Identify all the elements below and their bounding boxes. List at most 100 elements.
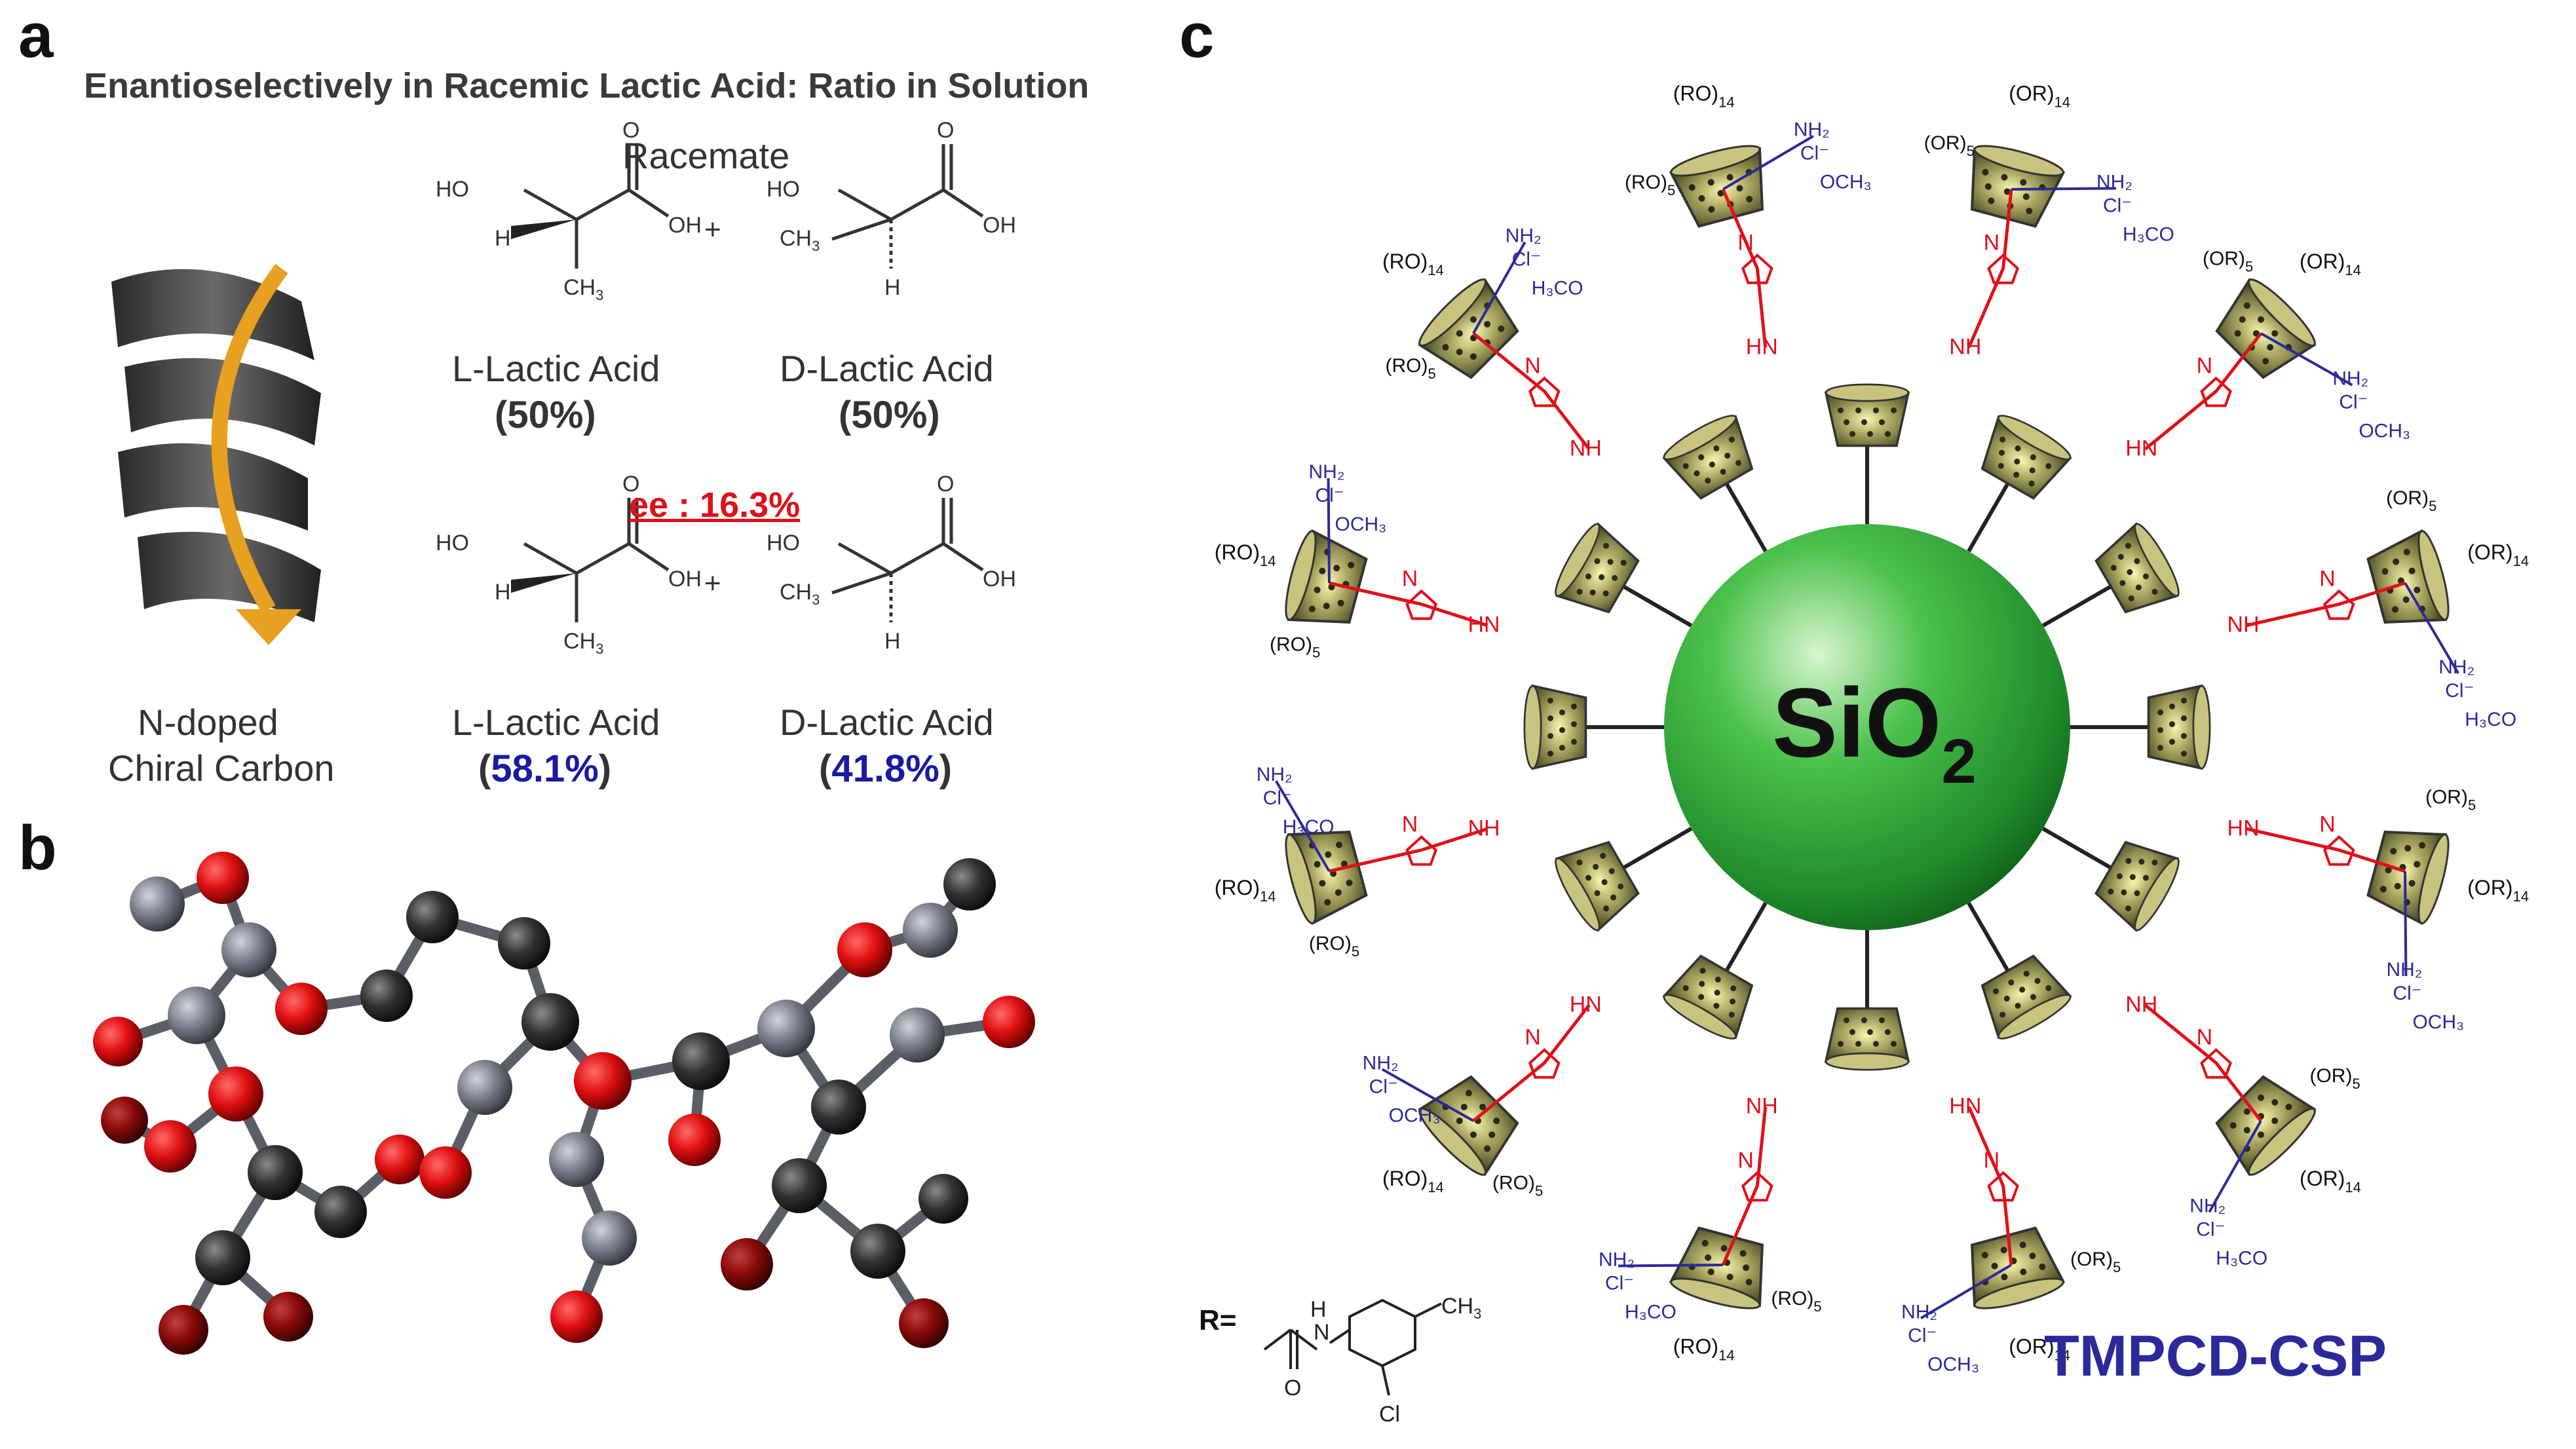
atom [672,1032,730,1090]
amine-label: NH [1949,334,1981,359]
plus-sign-top: + [704,214,721,246]
substituent-label: (RO)14 [1673,82,1735,111]
atom [983,996,1035,1048]
bottom-right-name: D-Lactic Acid [780,702,994,743]
ammonium-label: NH₂ [2189,1195,2226,1216]
substituent-label: (RO)5 [1492,1172,1543,1199]
atom [903,903,958,958]
atom [668,1114,721,1166]
atom [721,1238,773,1290]
chloride-label: Cl⁻ [1263,787,1292,809]
substituent-label: (RO)5 [1309,933,1359,960]
triazole-n-label: N [1525,1025,1541,1050]
substituent-label: (RO)5 [1771,1288,1821,1315]
atom-o-3: O [622,472,639,497]
cyclodextrin-cup [2215,1075,2317,1176]
atom-ch3-1: CH3 [563,275,603,303]
top-left-percent-value: 50% [507,394,584,436]
triazole-n-label: N [2197,353,2213,378]
ammonium-label: NH₂ [2096,172,2132,193]
atom [919,1174,968,1224]
chloride-label: Cl⁻ [2445,680,2474,702]
substituent-label: (OR)14 [2467,876,2529,905]
methoxy-label: OCH₃ [2412,1011,2464,1033]
atom [457,1060,512,1115]
atom [549,1132,604,1187]
atom [208,1066,263,1121]
amine-label: HN [1570,992,1602,1017]
material-label-line2: Chiral Carbon [108,747,335,789]
atom [197,852,249,904]
top-right-percent-value: 50% [851,394,928,436]
atom-oh-4: OH [983,567,1016,592]
atom [837,922,892,977]
panel-letter-b: b [18,813,57,883]
atom-oh-2: OH [983,213,1016,238]
r-group-structure: R= H N O CH3 Cl [1199,1294,1481,1427]
cyclodextrin-cup [1970,145,2066,228]
atom [811,1080,866,1135]
atoms [93,852,1035,1355]
atom [130,876,185,932]
cyclodextrin-cup [2094,522,2180,614]
chloride-label: Cl⁻ [1512,249,1541,271]
atom-ch3-4: CH3 [780,580,820,608]
atom [550,1290,603,1343]
substituent-label: (OR)5 [1924,132,1975,159]
atom [360,969,413,1022]
methoxy-label: OCH₃ [1389,1104,1441,1126]
substituent-label: (OR)5 [2386,487,2436,514]
atom [275,983,328,1035]
substituent-label: (RO)5 [1625,172,1675,198]
cyclodextrin-cup [1662,954,1754,1040]
chloride-label: Cl⁻ [1369,1076,1398,1097]
cyclodextrin-cup [2147,684,2211,770]
panel-a-title: Enantioselectively in Racemic Lactic Aci… [84,66,1089,105]
amine-label: NH [2227,612,2260,637]
tmpcd-csp-diagram: NNHNH₂Cl⁻H₃CO(OR)14(OR)5NHNNH₂Cl⁻OCH₃(OR… [1199,82,2529,1427]
amine-label: NH [2125,992,2157,1017]
silica-sphere [1664,524,2070,930]
chirality-arrow-icon [211,263,288,613]
atom-labels: HO O OH H CH3 HO O OH CH3 H HO O OH H CH… [436,118,1016,657]
atom [159,1305,208,1355]
substituent-label: (RO)14 [1382,1167,1444,1195]
atom-o-2: O [937,118,954,143]
substituent-label: (OR)5 [2203,248,2253,275]
substituent-label: (OR)5 [2309,1065,2360,1092]
atom-ho-2: HO [767,177,800,202]
chloride-label: Cl⁻ [2339,392,2368,413]
atom [144,1120,197,1173]
atom-h-2: H [884,275,901,300]
cyclodextrin-cup [2366,830,2450,926]
chloride-label: Cl⁻ [2393,983,2421,1004]
substituent-label: (OR)14 [2300,250,2361,278]
ammonium-label: NH₂ [1257,764,1293,785]
atom [890,1007,945,1063]
cyclodextrin-units [1285,145,2450,1309]
ee-label: ee : 16.3% [629,485,801,525]
tmpcd-csp-label: TMPCD-CSP [2044,1323,2387,1388]
atom-ho-3: HO [436,531,469,555]
r-atom-h: H [1310,1297,1327,1322]
atom-ch3-2: CH3 [780,226,820,254]
atom [375,1135,425,1184]
methoxy-label: H₃CO [2123,224,2174,246]
amine-label: HN [2125,436,2157,461]
atom [221,922,276,977]
material-label-line1: N-doped [138,702,278,743]
bottom-right-percent-value: 41.8% [831,747,939,790]
r-atom-ch3: CH3 [1441,1294,1481,1322]
top-right-percent: (50%) [839,394,940,436]
cyclodextrin-cup [1824,1007,1910,1071]
bottom-left-percent: (58.1%) [478,747,612,790]
substituent-label: (OR)14 [2467,540,2529,569]
methoxy-label: H₃CO [2216,1247,2267,1269]
r-atom-n: N [1314,1320,1330,1345]
bottom-left-percent-value: 58.1% [491,747,599,790]
atom [195,1230,250,1285]
structure-top-left [511,144,670,269]
amine-label: HN [1468,612,1500,637]
chloride-label: Cl⁻ [2196,1218,2225,1240]
chloride-label: Cl⁻ [1908,1325,1937,1346]
